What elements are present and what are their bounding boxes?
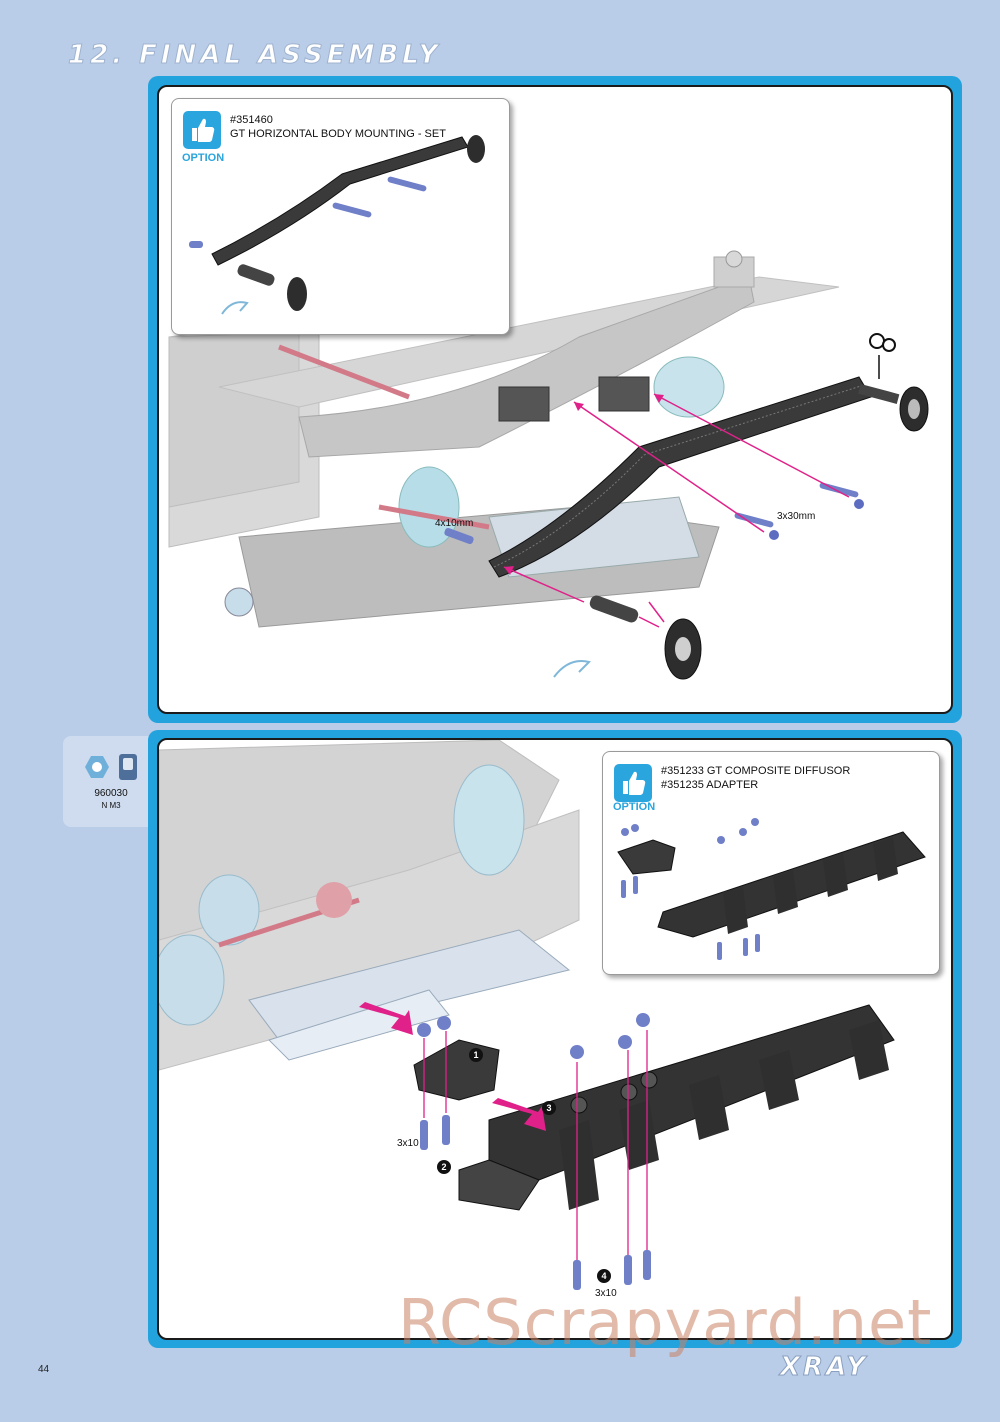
- part-code: 960030: [94, 788, 128, 799]
- option-part-number: #351460: [230, 114, 273, 126]
- brand-logo: XRAY: [779, 1352, 869, 1383]
- thumbs-up-icon: [183, 111, 221, 149]
- option-part-name: GT HORIZONTAL BODY MOUNTING - SET: [230, 128, 446, 140]
- option-label: OPTION: [613, 801, 656, 813]
- step-canvas-diffuser: 1 2 3 4 3x10 3x10 OPTION #351233 GT COMP…: [157, 738, 953, 1340]
- option-part-line: #351233 GT COMPOSITE DIFFUSOR: [661, 765, 851, 777]
- screw-size-label: 3x10: [595, 1288, 617, 1299]
- step-number: 1: [469, 1048, 483, 1062]
- watermark: RCScrapyard.net: [398, 1286, 933, 1359]
- page-number: 44: [38, 1364, 50, 1375]
- step-number: 2: [437, 1160, 451, 1174]
- step-number: 3: [542, 1101, 556, 1115]
- option-label: OPTION: [182, 152, 225, 164]
- step-canvas-body-mount: 3x30mm 4x10mm OPTION #351460 GT HORIZONT…: [157, 85, 953, 714]
- step-panel-diffuser: 1 2 3 4 3x10 3x10 OPTION #351233 GT COMP…: [148, 730, 962, 1348]
- page-title: 12. FINAL ASSEMBLY: [68, 40, 442, 71]
- screw-size-label: 3x30mm: [777, 511, 816, 522]
- body-mount-option-illustration: [189, 135, 485, 315]
- screw-size-label: 4x10mm: [435, 518, 474, 529]
- screw-size-label: 3x10: [397, 1138, 419, 1149]
- option-part-line: #351235 ADAPTER: [661, 779, 759, 791]
- diffuser-illustration: [159, 740, 895, 1290]
- step-number: 4: [597, 1269, 611, 1283]
- part-name: N M3: [101, 801, 121, 810]
- thumbs-up-icon: [614, 764, 652, 802]
- body-mount-illustration: [168, 250, 929, 680]
- option-callout-diffuser: OPTION #351233 GT COMPOSITE DIFFUSOR #35…: [602, 751, 940, 975]
- step-panel-body-mount: 3x30mm 4x10mm OPTION #351460 GT HORIZONT…: [148, 76, 962, 723]
- option-callout-body-mount: OPTION #351460 GT HORIZONTAL BODY MOUNTI…: [171, 98, 510, 335]
- diffuser-option-illustration: [617, 818, 926, 960]
- bag-icon: [119, 754, 137, 780]
- parts-bag-tab: 960030 N M3: [63, 736, 159, 827]
- nut-icon: [85, 756, 109, 778]
